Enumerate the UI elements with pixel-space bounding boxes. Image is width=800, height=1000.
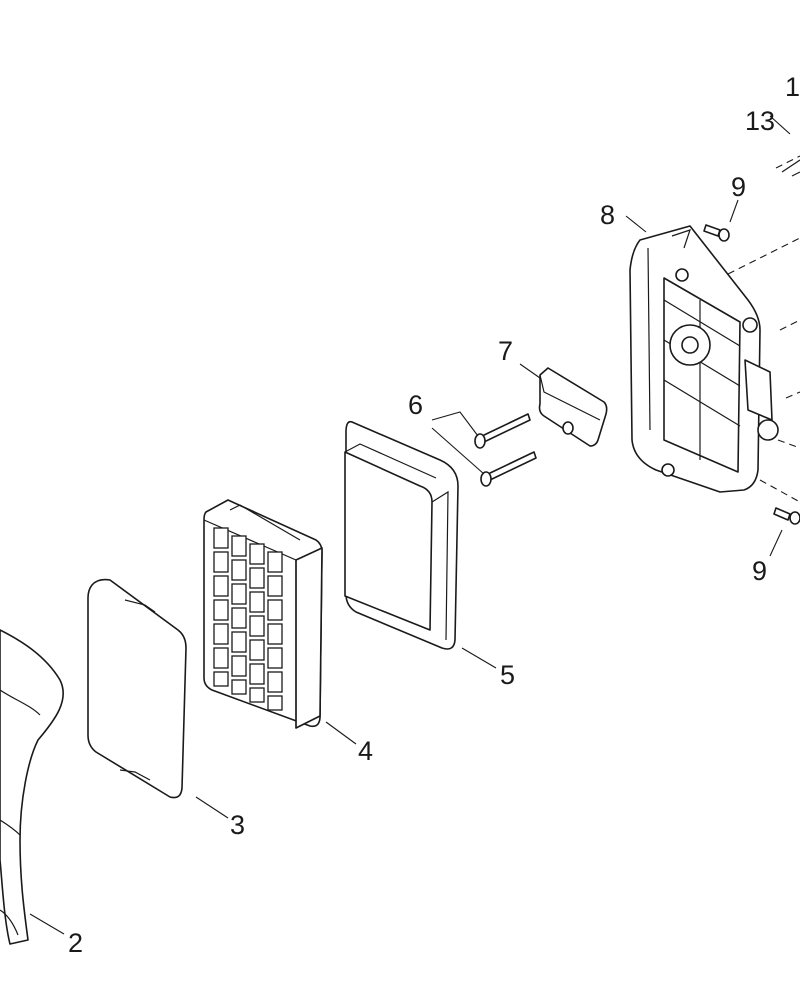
- alignment-lines: [727, 155, 800, 503]
- callout-5: 5: [500, 660, 515, 690]
- callout-1: 1: [785, 72, 800, 102]
- part-8-filter-base: [629, 225, 779, 493]
- part-2-housing: [0, 629, 65, 945]
- part-13-edge: [781, 159, 800, 177]
- part-9-screw-bottom: [773, 507, 800, 525]
- callout-7: 7: [498, 336, 513, 366]
- part-6-bolts: [474, 413, 537, 487]
- callout-9-top: 9: [731, 172, 746, 202]
- callout-6: 6: [408, 390, 423, 420]
- callout-labels: 1 13 9 8 7 6 5 4 3 2 9: [68, 72, 800, 958]
- filter-grid-cells: [213, 527, 283, 711]
- callout-13: 13: [745, 106, 775, 136]
- callout-2: 2: [68, 928, 83, 958]
- part-4-filter-frame: [203, 499, 323, 729]
- callout-8: 8: [600, 200, 615, 230]
- part-5-filter-element: [344, 420, 459, 650]
- callout-9-bottom: 9: [752, 556, 767, 586]
- leader-lines: [29, 115, 791, 935]
- part-9-screw-top: [703, 224, 730, 242]
- part-3-cover: [87, 578, 187, 799]
- callout-3: 3: [230, 810, 245, 840]
- part-7-bracket: [538, 367, 608, 447]
- callout-4: 4: [358, 736, 373, 766]
